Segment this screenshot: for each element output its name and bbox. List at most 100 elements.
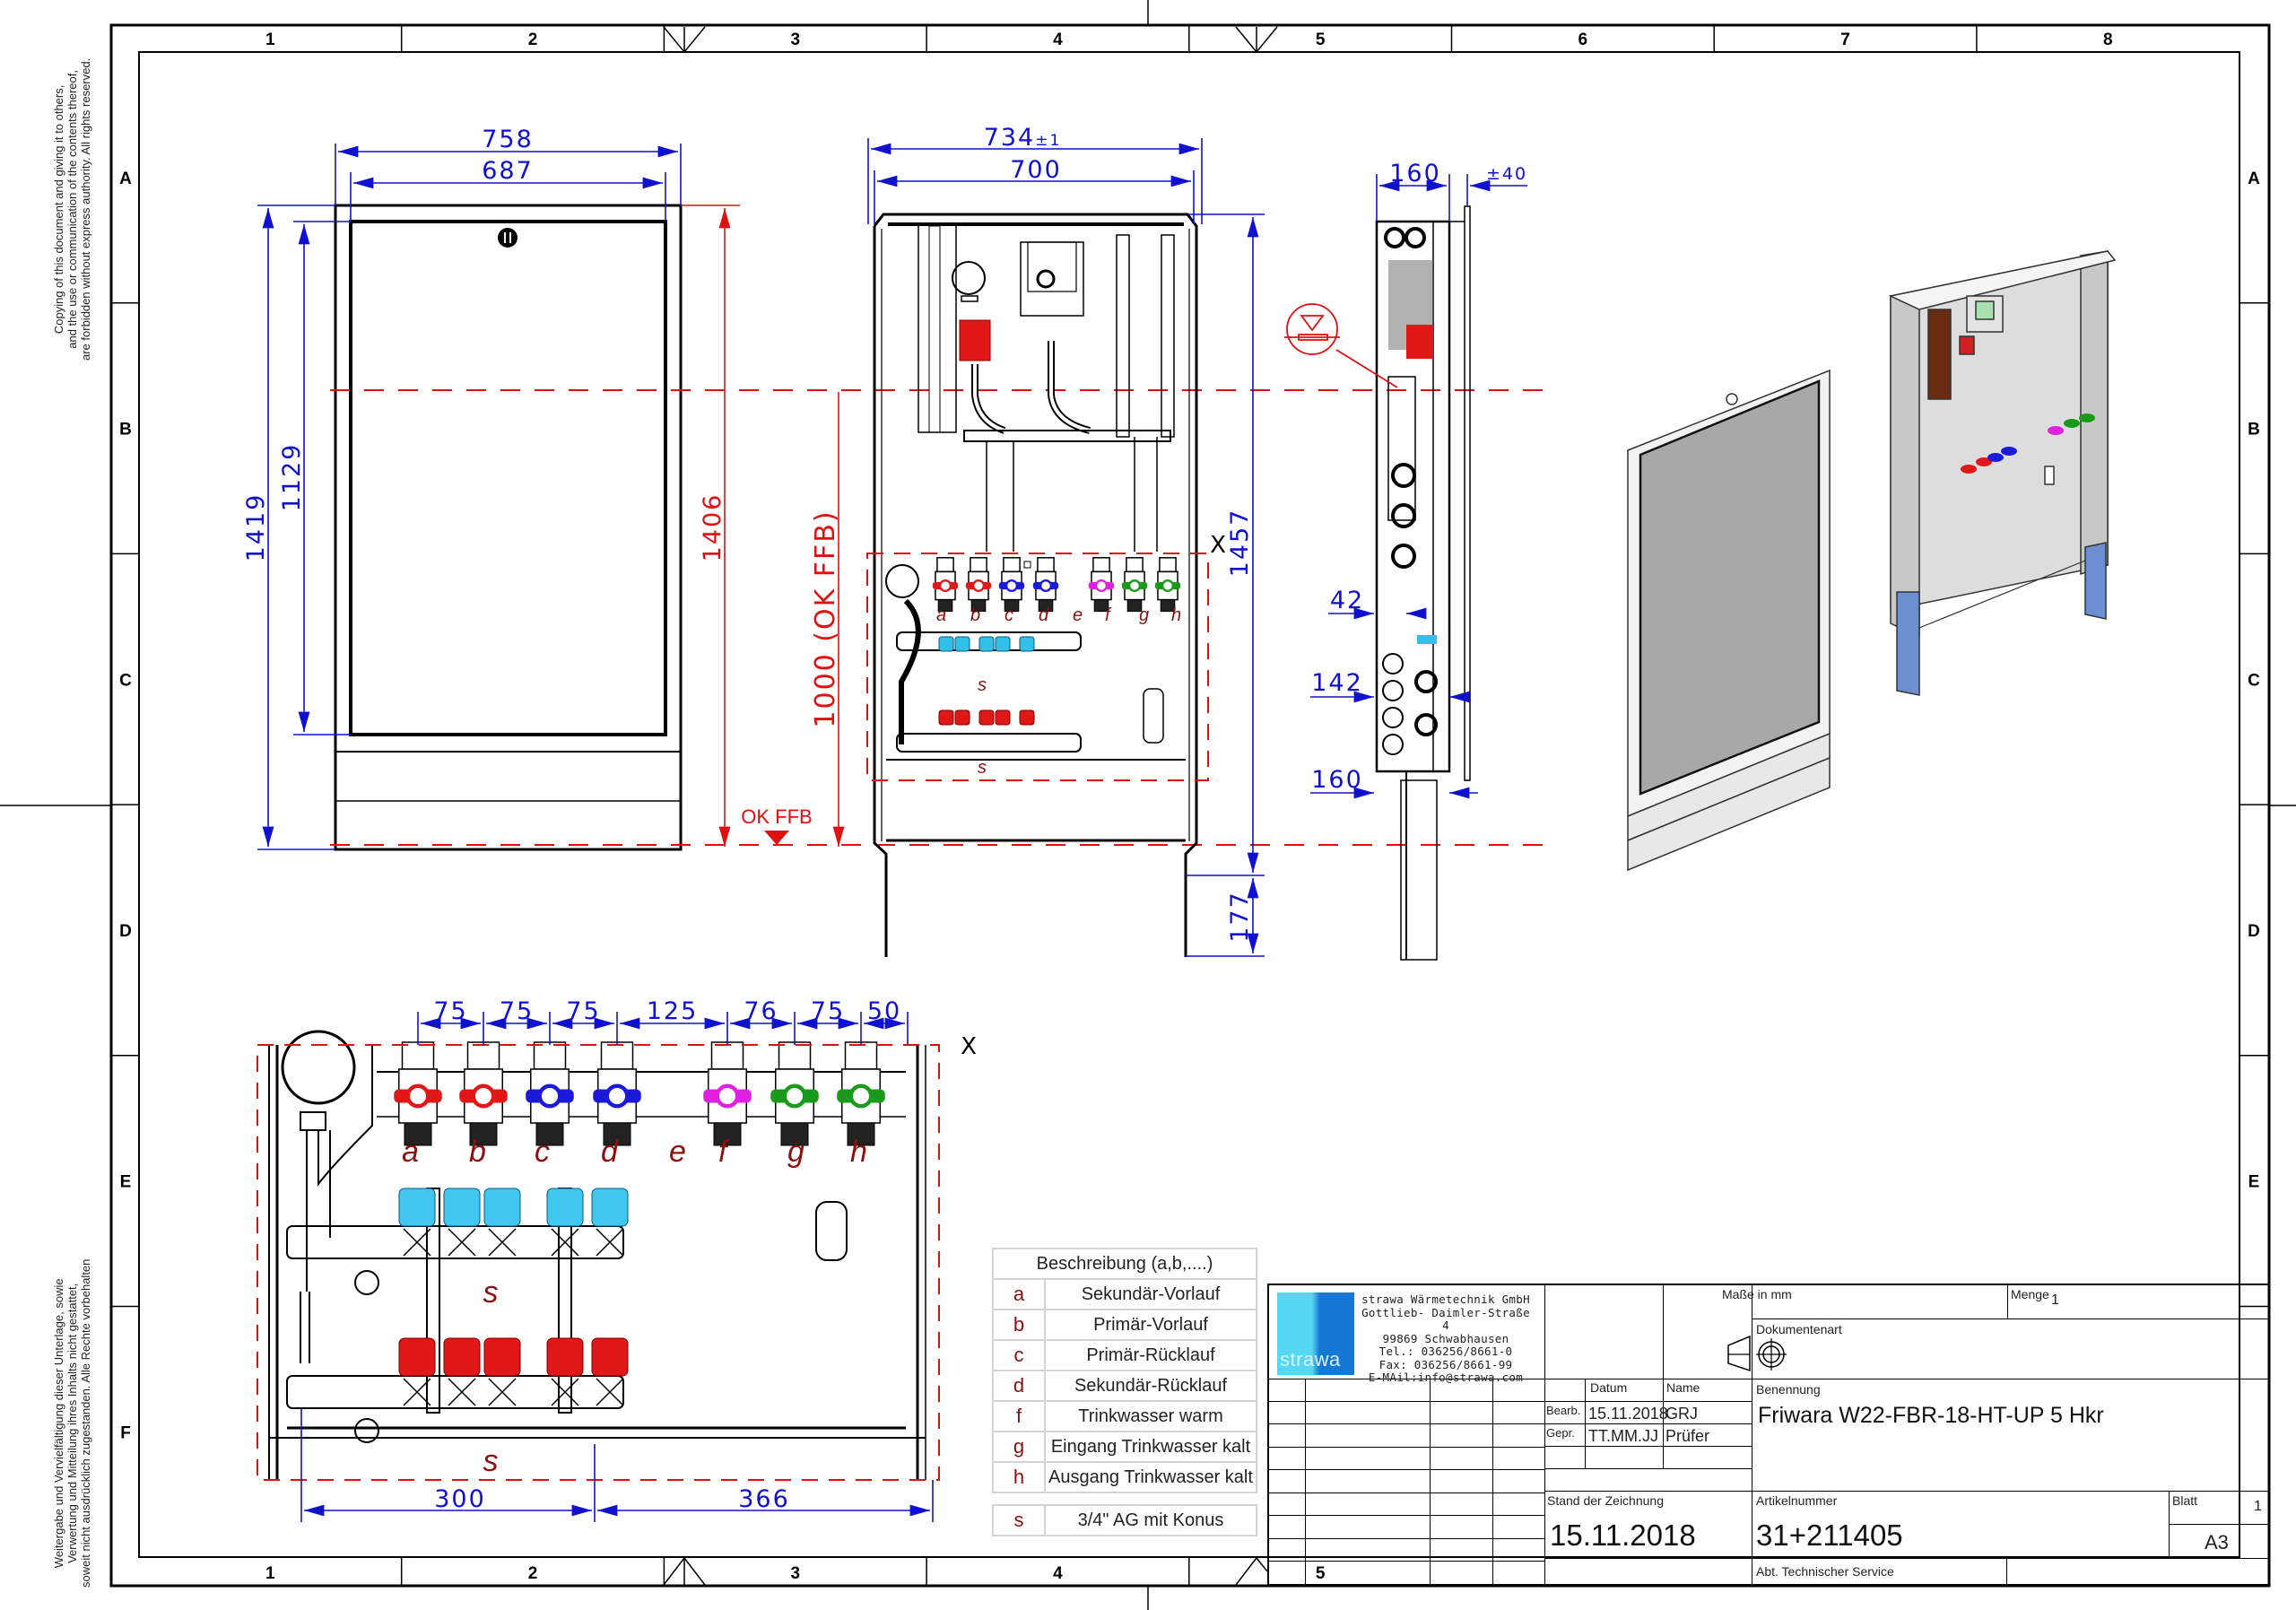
detail-label-b: b: [469, 1135, 486, 1169]
red-cap-icon: [483, 1337, 521, 1377]
open-view-label-e: e: [1073, 605, 1083, 625]
dim-height-outer: 1419: [242, 493, 270, 562]
open-view-x-marker: X: [1210, 532, 1226, 559]
gepr-name: Prüfer: [1665, 1427, 1710, 1445]
right-row-label: A: [2248, 170, 2260, 188]
blue-cap-icon: [443, 1188, 481, 1227]
legend-key: f: [992, 1400, 1046, 1432]
iso-valves: [1961, 413, 2095, 474]
dim-open-width-tolerance: ±1: [1035, 132, 1061, 150]
detail-x-marker: X: [961, 1033, 977, 1060]
legend-text: Trinkwasser warm: [1044, 1400, 1257, 1432]
detail-region-marker: [866, 553, 1209, 781]
right-row-label: C: [2248, 671, 2260, 690]
iso-valve: [2048, 426, 2064, 435]
datum-label: Datum: [1590, 1380, 1628, 1395]
detail-label-a: a: [402, 1135, 419, 1169]
bearb-name: GRJ: [1665, 1405, 1698, 1423]
bottom-column-label: 5: [1316, 1564, 1326, 1583]
detail-label-e: e: [669, 1135, 686, 1169]
row-label: F: [120, 1423, 131, 1442]
detail-s-label: s: [483, 1275, 499, 1310]
gepr-label: Gepr.: [1546, 1426, 1575, 1440]
open-view-label-c: c: [1004, 605, 1013, 625]
detail-spacing-label: 125: [647, 997, 699, 1025]
column-label: 8: [2103, 30, 2113, 49]
bottom-column-label: 1: [265, 1564, 275, 1583]
column-label: 6: [1578, 30, 1588, 49]
section-marker: [1284, 303, 1398, 388]
iso-valve: [2079, 413, 2095, 422]
blatt-label: Blatt: [2172, 1493, 2198, 1508]
name-label: Name: [1666, 1380, 1700, 1395]
detail-region-outline: [257, 1044, 940, 1481]
iso-valve: [1961, 465, 1977, 474]
open-view-valves: [932, 557, 1181, 613]
gepr-date: TT.MM.JJ: [1588, 1427, 1658, 1445]
menge-label: Menge: [2011, 1287, 2049, 1301]
format-value: A3: [2205, 1531, 2229, 1553]
detail-manifold: [398, 1188, 629, 1406]
detail-spacing-label: 75: [500, 997, 534, 1025]
company-street: Gottlieb- Daimler-Straße 4: [1361, 1305, 1530, 1332]
right-row-label: E: [2248, 1173, 2260, 1192]
company-name: strawa Wärmetechnik GmbH: [1361, 1292, 1530, 1306]
company-email: E-MAil:info@strawa.com: [1368, 1371, 1524, 1384]
open-view-s-label: s: [978, 675, 987, 695]
detail-spacing-dimensions: [417, 1012, 909, 1045]
dim-side-depth: 160: [1389, 160, 1441, 187]
detail-spacing-label: 75: [433, 997, 467, 1025]
floor-level-label: OK FFB: [741, 805, 812, 828]
open-view-label-f: f: [1105, 605, 1112, 625]
row-label: D: [119, 922, 132, 941]
legend-text: Sekundär-Rücklauf: [1044, 1370, 1257, 1402]
stand-value: 15.11.2018: [1550, 1519, 1696, 1552]
column-label: 2: [528, 30, 538, 49]
open-view-label-b: b: [970, 605, 980, 625]
front-view-red-dimension: [681, 205, 845, 847]
stand-label: Stand der Zeichnung: [1547, 1493, 1664, 1508]
detail-bottom-dimensions: [300, 1408, 934, 1522]
blatt-value: 1: [2254, 1499, 2262, 1514]
floor-level-marker-icon: [764, 831, 789, 845]
dim-detail-300: 300: [434, 1485, 486, 1513]
dim-feet-height: 177: [1226, 891, 1254, 943]
side-view: [1375, 205, 1471, 961]
right-row-label: D: [2248, 922, 2260, 941]
iso-door-panel: [1627, 369, 1831, 872]
open-view-dimensions: [867, 138, 1265, 957]
side-pump-red-component: [1406, 325, 1433, 359]
open-view-label-h: h: [1171, 605, 1181, 625]
dim-detail-366: 366: [738, 1485, 790, 1513]
legend-text: Eingang Trinkwasser kalt: [1044, 1431, 1257, 1463]
detail-s-label-bottom: s: [483, 1444, 499, 1478]
column-dividers: [111, 25, 2269, 1585]
front-view-dimensions: [257, 144, 682, 850]
open-view-label-a: a: [936, 605, 946, 625]
red-cap-icon: [443, 1337, 481, 1377]
row-label: B: [119, 421, 132, 439]
blue-cap-icon: [398, 1188, 436, 1227]
dim-height-inner: 1129: [278, 443, 306, 512]
bearb-label: Bearb.: [1546, 1404, 1581, 1417]
strawa-logo: strawa: [1277, 1292, 1354, 1375]
company-address: strawa Wärmetechnik GmbH Gottlieb- Daiml…: [1361, 1292, 1531, 1385]
detail-spacing-label: 75: [566, 997, 600, 1025]
dim-side-160: 160: [1311, 766, 1363, 794]
legend-key: s: [992, 1504, 1046, 1536]
benennung-value: Friwara W22-FBR-18-HT-UP 5 Hkr: [1758, 1403, 2104, 1428]
dim-open-height-total: 1457: [1226, 509, 1254, 578]
menge-value: 1: [2051, 1292, 2059, 1308]
iso-valve: [1987, 453, 2004, 462]
units-label: Maße in mm: [1722, 1287, 1792, 1301]
open-view-manifold: [938, 636, 1035, 726]
